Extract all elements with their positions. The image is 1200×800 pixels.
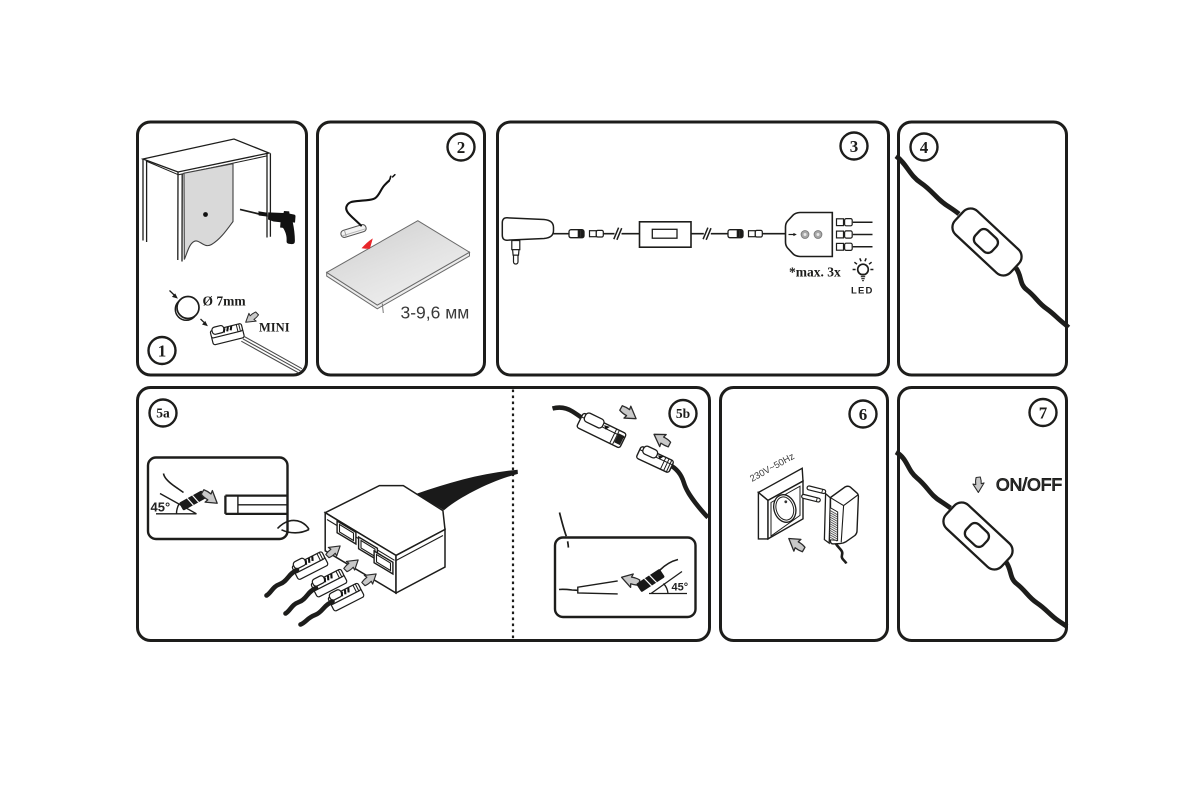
svg-text:6: 6 xyxy=(859,405,868,424)
svg-text:LED: LED xyxy=(851,286,874,297)
svg-text:3: 3 xyxy=(850,137,859,156)
svg-text:MINI: MINI xyxy=(259,321,290,335)
svg-text:5b: 5b xyxy=(676,406,690,421)
svg-text:ON/OFF: ON/OFF xyxy=(996,475,1062,495)
svg-text:1: 1 xyxy=(158,342,167,361)
svg-text:5a: 5a xyxy=(156,406,170,421)
svg-text:3-9,6 мм: 3-9,6 мм xyxy=(401,303,470,323)
svg-text:Ø 7mm: Ø 7mm xyxy=(203,293,247,308)
svg-text:4: 4 xyxy=(920,138,929,157)
svg-text:2: 2 xyxy=(457,138,466,157)
svg-text:45°: 45° xyxy=(151,500,171,515)
svg-text:*max. 3x: *max. 3x xyxy=(789,265,841,280)
svg-text:7: 7 xyxy=(1039,404,1048,423)
svg-text:45°: 45° xyxy=(672,582,689,594)
